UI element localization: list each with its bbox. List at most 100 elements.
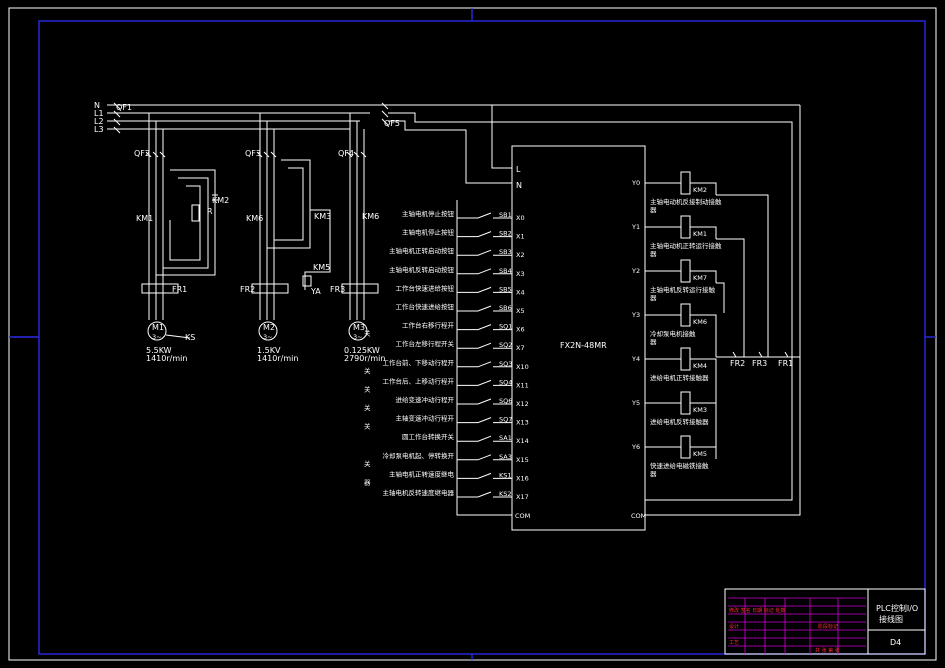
plc-switch-label: QF5: [384, 119, 400, 128]
svg-text:修改 签名 日期 标记 处数: 修改 签名 日期 标记 处数: [729, 607, 785, 614]
input-terminal-label: X3: [516, 270, 525, 278]
input-device-label: SB6: [499, 304, 512, 312]
m1-switch-label: QF2: [134, 149, 150, 158]
title-block-sheet: D4: [890, 638, 901, 647]
output-description: 器: [650, 206, 657, 214]
output-coil-label: KM3: [693, 406, 707, 414]
output-coil-label: KM4: [693, 362, 707, 370]
input-description: 主轴电机反转速度继电器: [383, 488, 455, 497]
m3-fr-label: FR3: [330, 285, 345, 294]
output-description: 进给电机反转接触器: [650, 417, 709, 426]
title-block-subtitle: 接线图: [879, 614, 903, 624]
overload-fr3: FR3: [752, 359, 767, 368]
input-description: 工作台左移行程开关: [396, 339, 455, 348]
output-description: 快速进给电磁铁接触: [650, 461, 709, 470]
output-description: 器: [650, 294, 657, 302]
input-device-label: SQ3: [499, 360, 512, 368]
svg-text:设计: 设计: [729, 623, 739, 630]
svg-text:阶段标记: 阶段标记: [818, 623, 838, 630]
center-marks: [9, 8, 936, 660]
m1-phase: 3~: [152, 333, 162, 341]
phase-label-n: N: [94, 101, 100, 110]
m3-power: 0.125KW: [344, 346, 380, 355]
input-description: 主轴变速冲动行程开: [396, 414, 455, 423]
input-description: 主轴电机停止按钮: [402, 228, 455, 237]
m2-speed: 1410r/min: [257, 354, 298, 363]
m2-power: 1.5KV: [257, 346, 281, 355]
output-terminal-label: Y0: [631, 179, 640, 187]
output-coil-label: KM1: [693, 230, 707, 238]
title-block-title: PLC控制I/O: [876, 603, 918, 613]
output-terminal-label: Y5: [631, 399, 640, 407]
input-terminal-label: X7: [516, 344, 525, 352]
output-row: KM3 Y5 进给电机反转接触器: [631, 391, 717, 426]
m3-km-label: KM6: [362, 212, 379, 221]
input-device-label: KS1: [499, 471, 512, 479]
input-description: 主轴电机正转速度继电: [389, 469, 455, 478]
output-description: 器: [650, 470, 657, 478]
output-terminal-label: Y6: [631, 443, 640, 451]
plc-model: FX2N-48MR: [560, 341, 607, 350]
m2-ya-label: YA: [310, 287, 321, 296]
input-device-label: SA1: [499, 434, 512, 442]
output-description: 主轴电动机正转运行接触: [650, 241, 722, 250]
plc-block: [511, 145, 646, 531]
input-description: 关: [364, 329, 371, 338]
input-device-label: SQ7: [499, 416, 512, 424]
input-terminal-label: X4: [516, 288, 525, 296]
m3-switch-label: QF4: [338, 149, 354, 158]
input-terminal-label: X2: [516, 251, 525, 259]
m2-km5-label: KM5: [313, 263, 330, 272]
input-terminal-label: X12: [516, 400, 529, 408]
m2-fr-label: FR2: [240, 285, 255, 294]
input-terminal-label: X10: [516, 363, 529, 371]
phase-label-l2: L2: [94, 117, 104, 126]
plc-terminal-l: L: [516, 165, 521, 174]
input-terminal-label: X14: [516, 437, 529, 445]
input-device-label: SA3: [499, 453, 512, 461]
m1-power: 5.5KW: [146, 346, 172, 355]
input-description: 工作台右移行程开: [402, 321, 455, 330]
output-terminal-label: Y4: [631, 355, 640, 363]
input-device-label: SB2: [499, 230, 512, 238]
motor-branch-m3: M3 3~ QF4 KM6 FR3 0.125KW 2790r/min: [330, 113, 385, 363]
input-description: 主轴电机正转启动按钮: [389, 246, 455, 255]
m2-switch-label: QF3: [245, 149, 261, 158]
input-device-label: SB1: [499, 211, 512, 219]
svg-text:共 张 第 张: 共 张 第 张: [815, 647, 840, 654]
input-terminal-label: X17: [516, 493, 529, 501]
motor-branch-m2: M2 3~ QF3 KM6 KM3 KM5 YA FR2 1.5KV 1410r…: [240, 113, 331, 363]
plc-terminal-n: N: [516, 181, 522, 190]
output-terminal-label: Y3: [631, 311, 640, 319]
input-device-label: SQ1: [499, 323, 512, 331]
output-coil-label: KM7: [693, 274, 707, 282]
m2-designator: M2: [263, 323, 275, 332]
input-device-label: SB5: [499, 285, 512, 293]
m1-speed: 1410r/min: [146, 354, 187, 363]
m1-km1-label: KM1: [136, 214, 153, 223]
m3-phase: 3~: [353, 333, 363, 341]
input-common-bus: [456, 200, 512, 516]
output-common-bus: [645, 105, 801, 516]
input-terminal-label: X5: [516, 307, 525, 315]
input-description: 进给变速冲动行程开: [396, 395, 455, 404]
input-terminal-label: X13: [516, 419, 529, 427]
supply-bus: N L1 L2 L3 QF1 QF5: [94, 101, 800, 501]
output-description: 器: [650, 338, 657, 346]
